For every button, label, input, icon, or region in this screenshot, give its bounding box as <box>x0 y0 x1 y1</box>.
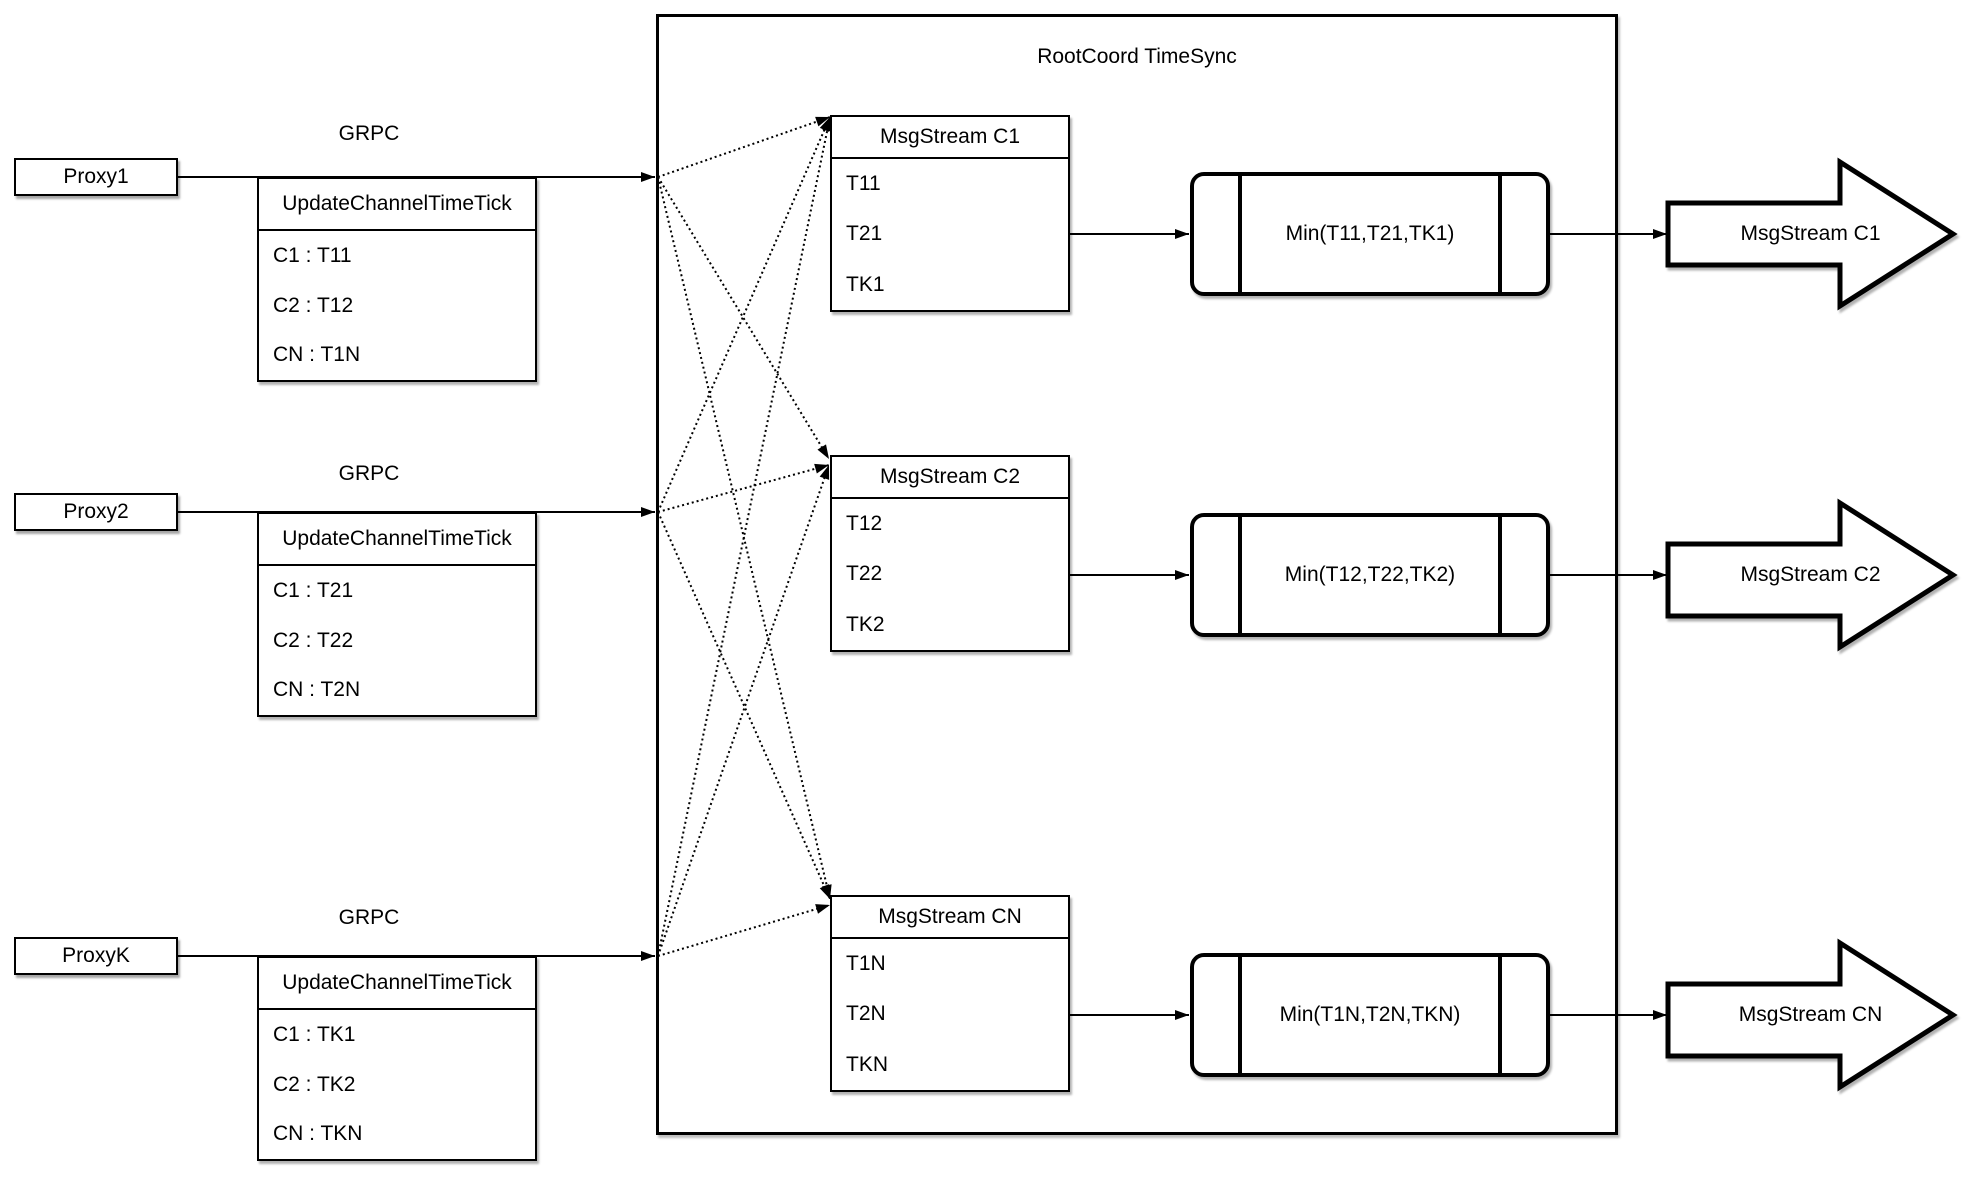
proxy1-label: Proxy1 <box>63 165 129 188</box>
grpc-label-1: GRPC <box>338 122 400 145</box>
msgstream-table-body: T11 T21 TK1 <box>832 159 1068 310</box>
update-table-body: C1 : T21 C2 : T22 CN : T2N <box>259 566 535 715</box>
msgstream-table-cell: T22 <box>846 562 883 586</box>
grpc-label-2: GRPC <box>338 462 400 485</box>
dotted-link-p1-c1 <box>657 116 831 178</box>
min-box-right-bar <box>1498 176 1502 292</box>
rootcoord-title: RootCoord TimeSync <box>1037 45 1237 68</box>
msgstream-table-body: T12 T22 TK2 <box>832 499 1068 650</box>
proxyk-label: ProxyK <box>62 944 130 967</box>
msgstream-table-header: MsgStream C2 <box>832 457 1068 499</box>
output-arrow-shape-c2 <box>1665 498 1958 652</box>
msgstream-table-cell: T1N <box>846 952 886 976</box>
update-table-header: UpdateChannelTimeTick <box>259 514 535 566</box>
min-box-left-bar <box>1238 957 1242 1073</box>
min-process-box-cn: Min(T1N,T2N,TKN) <box>1190 953 1550 1077</box>
msgstream-table-cell: TKN <box>846 1052 888 1076</box>
update-table-cell: CN : TKN <box>273 1122 363 1146</box>
proxy1-box: Proxy1 <box>14 158 178 196</box>
min-label: Min(T12,T22,TK2) <box>1284 563 1456 586</box>
output-arrow-label-cn: MsgStream CN <box>1738 1003 1883 1026</box>
update-table-cell: CN : T2N <box>273 678 361 702</box>
min-process-box-c2: Min(T12,T22,TK2) <box>1190 513 1550 637</box>
update-table-body: C1 : TK1 C2 : TK2 CN : TKN <box>259 1010 535 1159</box>
msgstream-table-cell: T12 <box>846 512 883 536</box>
update-timetick-table-proxyk: UpdateChannelTimeTick C1 : TK1 C2 : TK2 … <box>257 956 537 1161</box>
dotted-link-pk-c2 <box>657 464 830 957</box>
msgstream-table-cell: TK1 <box>846 272 885 296</box>
msgstream-table-cell: T11 <box>846 172 881 196</box>
update-table-cell: C2 : TK2 <box>273 1072 356 1096</box>
min-label: Min(T1N,T2N,TKN) <box>1279 1003 1461 1026</box>
update-table-cell: C2 : T22 <box>273 628 354 652</box>
msgstream-table-header: MsgStream CN <box>832 897 1068 939</box>
update-table-cell: C1 : TK1 <box>273 1022 356 1046</box>
update-table-cell: C1 : T11 <box>273 243 352 267</box>
min-box-right-bar <box>1498 517 1502 633</box>
output-arrow-shape-cn <box>1665 938 1958 1092</box>
proxy2-box: Proxy2 <box>14 493 178 531</box>
output-arrow-shape-c1 <box>1665 157 1958 311</box>
proxy2-label: Proxy2 <box>63 500 129 523</box>
update-table-header: UpdateChannelTimeTick <box>259 179 535 231</box>
msgstream-table-c2: MsgStream C2 T12 T22 TK2 <box>830 455 1070 652</box>
grpc-label-3: GRPC <box>338 906 400 929</box>
output-arrow-label-c1: MsgStream C1 <box>1740 222 1881 245</box>
proxyk-box: ProxyK <box>14 937 178 975</box>
min-box-left-bar <box>1238 517 1242 633</box>
min-label: Min(T11,T21,TK1) <box>1285 222 1455 245</box>
update-table-cell: CN : T1N <box>273 343 361 367</box>
min-box-left-bar <box>1238 176 1242 292</box>
dotted-link-p2-cn <box>657 511 831 900</box>
msgstream-table-cell: TK2 <box>846 612 885 636</box>
msgstream-table-cell: T21 <box>846 222 883 246</box>
update-table-cell: C2 : T12 <box>273 293 354 317</box>
msgstream-table-header: MsgStream C1 <box>832 117 1068 159</box>
update-table-cell: C1 : T21 <box>273 578 354 602</box>
msgstream-table-body: T1N T2N TKN <box>832 939 1068 1090</box>
update-timetick-table-proxy2: UpdateChannelTimeTick C1 : T21 C2 : T22 … <box>257 512 537 717</box>
msgstream-table-c1: MsgStream C1 T11 T21 TK1 <box>830 115 1070 312</box>
rootcoord-box: RootCoord TimeSync <box>656 14 1618 1135</box>
msgstream-table-cn: MsgStream CN T1N T2N TKN <box>830 895 1070 1092</box>
update-table-header: UpdateChannelTimeTick <box>259 958 535 1010</box>
update-timetick-table-proxy1: UpdateChannelTimeTick C1 : T11 C2 : T12 … <box>257 177 537 382</box>
update-table-body: C1 : T11 C2 : T12 CN : T1N <box>259 231 535 380</box>
output-arrow-label-c2: MsgStream C2 <box>1740 563 1881 586</box>
msgstream-table-cell: T2N <box>846 1002 886 1026</box>
min-process-box-c1: Min(T11,T21,TK1) <box>1190 172 1550 296</box>
min-box-right-bar <box>1498 957 1502 1073</box>
dotted-link-p2-c1 <box>657 116 831 513</box>
